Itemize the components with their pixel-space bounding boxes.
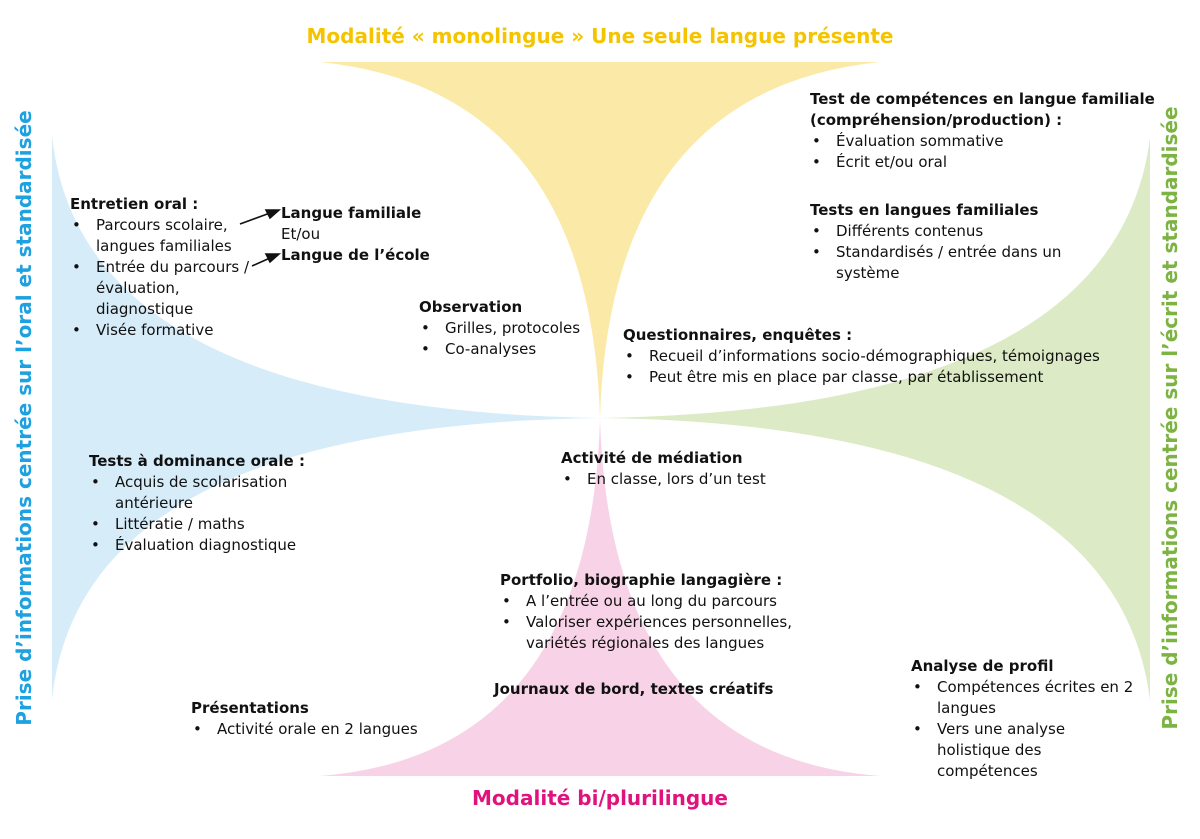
list-item: Recueil d’informations socio-démographiq… <box>623 346 1153 367</box>
langue-ecole-label: Langue de l’école <box>281 246 430 264</box>
list-item: A l’entrée ou au long du parcours <box>500 591 820 612</box>
list-item: Différents contenus <box>810 221 1110 242</box>
journaux-title: Journaux de bord, textes créatifs <box>494 680 774 698</box>
presentations-title: Présentations <box>191 699 309 717</box>
axis-title-bottom: Modalité bi/plurilingue <box>472 786 728 810</box>
portfolio-title: Portfolio, biographie langagière : <box>500 571 783 589</box>
list-item: Littératie / maths <box>89 514 334 535</box>
top-funnel-shape <box>320 62 880 418</box>
list-item: Parcours scolaire, langues familiales <box>70 215 270 257</box>
list-item: Évaluation diagnostique <box>89 535 334 556</box>
mediation-title: Activité de médiation <box>561 449 743 467</box>
tests-langues-title: Tests en langues familiales <box>810 201 1039 219</box>
list-item: Standardisés / entrée dans un système <box>810 242 1110 284</box>
list-item: Grilles, protocoles <box>419 318 619 339</box>
presentations-block: Présentations Activité orale en 2 langue… <box>191 698 451 740</box>
list-item: En classe, lors d’un test <box>561 469 821 490</box>
list-item: Peut être mis en place par classe, par é… <box>623 367 1153 388</box>
left-funnel-shape <box>52 135 600 700</box>
profil-block: Analyse de profil Compétences écrites en… <box>911 656 1136 782</box>
entretien-oral-block: Entretien oral : Parcours scolaire, lang… <box>70 194 270 341</box>
observation-title: Observation <box>419 298 523 316</box>
list-item: Vers une analyse holistique des compéten… <box>911 719 1136 782</box>
axis-title-right: Prise d’informations centrée sur l’écrit… <box>1158 106 1182 730</box>
axis-title-left: Prise d’informations centrée sur l’oral … <box>12 110 36 726</box>
questionnaires-title: Questionnaires, enquêtes : <box>623 326 853 344</box>
observation-block: Observation Grilles, protocoles Co-analy… <box>419 297 619 360</box>
list-item: Co-analyses <box>419 339 619 360</box>
test-competences-title: Test de compétences en langue familiale <box>810 90 1155 108</box>
axis-title-top: Modalité « monolingue » Une seule langue… <box>306 24 894 48</box>
list-item: Entrée du parcours /évaluation, diagnost… <box>70 257 270 320</box>
test-competences-subtitle: (compréhension/production) : <box>810 111 1063 129</box>
list-item: Compétences écrites en 2 langues <box>911 677 1136 719</box>
list-item: Évaluation sommative <box>810 131 1155 152</box>
portfolio-block: Portfolio, biographie langagière : A l’e… <box>500 570 820 654</box>
et-ou-label: Et/ou <box>281 225 321 243</box>
test-competences-block: Test de compétences en langue familiale … <box>810 89 1155 173</box>
questionnaires-block: Questionnaires, enquêtes : Recueil d’inf… <box>623 325 1153 388</box>
list-item: Visée formative <box>70 320 270 341</box>
tests-oraux-block: Tests à dominance orale : Acquis de scol… <box>89 451 334 556</box>
profil-title: Analyse de profil <box>911 657 1054 675</box>
langue-familiale-label: Langue familiale <box>281 204 422 222</box>
entretien-oral-title: Entretien oral : <box>70 195 199 213</box>
right-funnel-shape <box>600 138 1150 700</box>
mediation-block: Activité de médiation En classe, lors d’… <box>561 448 821 490</box>
list-item: Valoriser expériences personnelles, vari… <box>500 612 820 654</box>
list-item: Acquis de scolarisation antérieure <box>89 472 334 514</box>
tests-langues-block: Tests en langues familiales Différents c… <box>810 200 1110 284</box>
tests-oraux-title: Tests à dominance orale : <box>89 452 305 470</box>
list-item: Écrit et/ou oral <box>810 152 1155 173</box>
list-item: Activité orale en 2 langues <box>191 719 451 740</box>
